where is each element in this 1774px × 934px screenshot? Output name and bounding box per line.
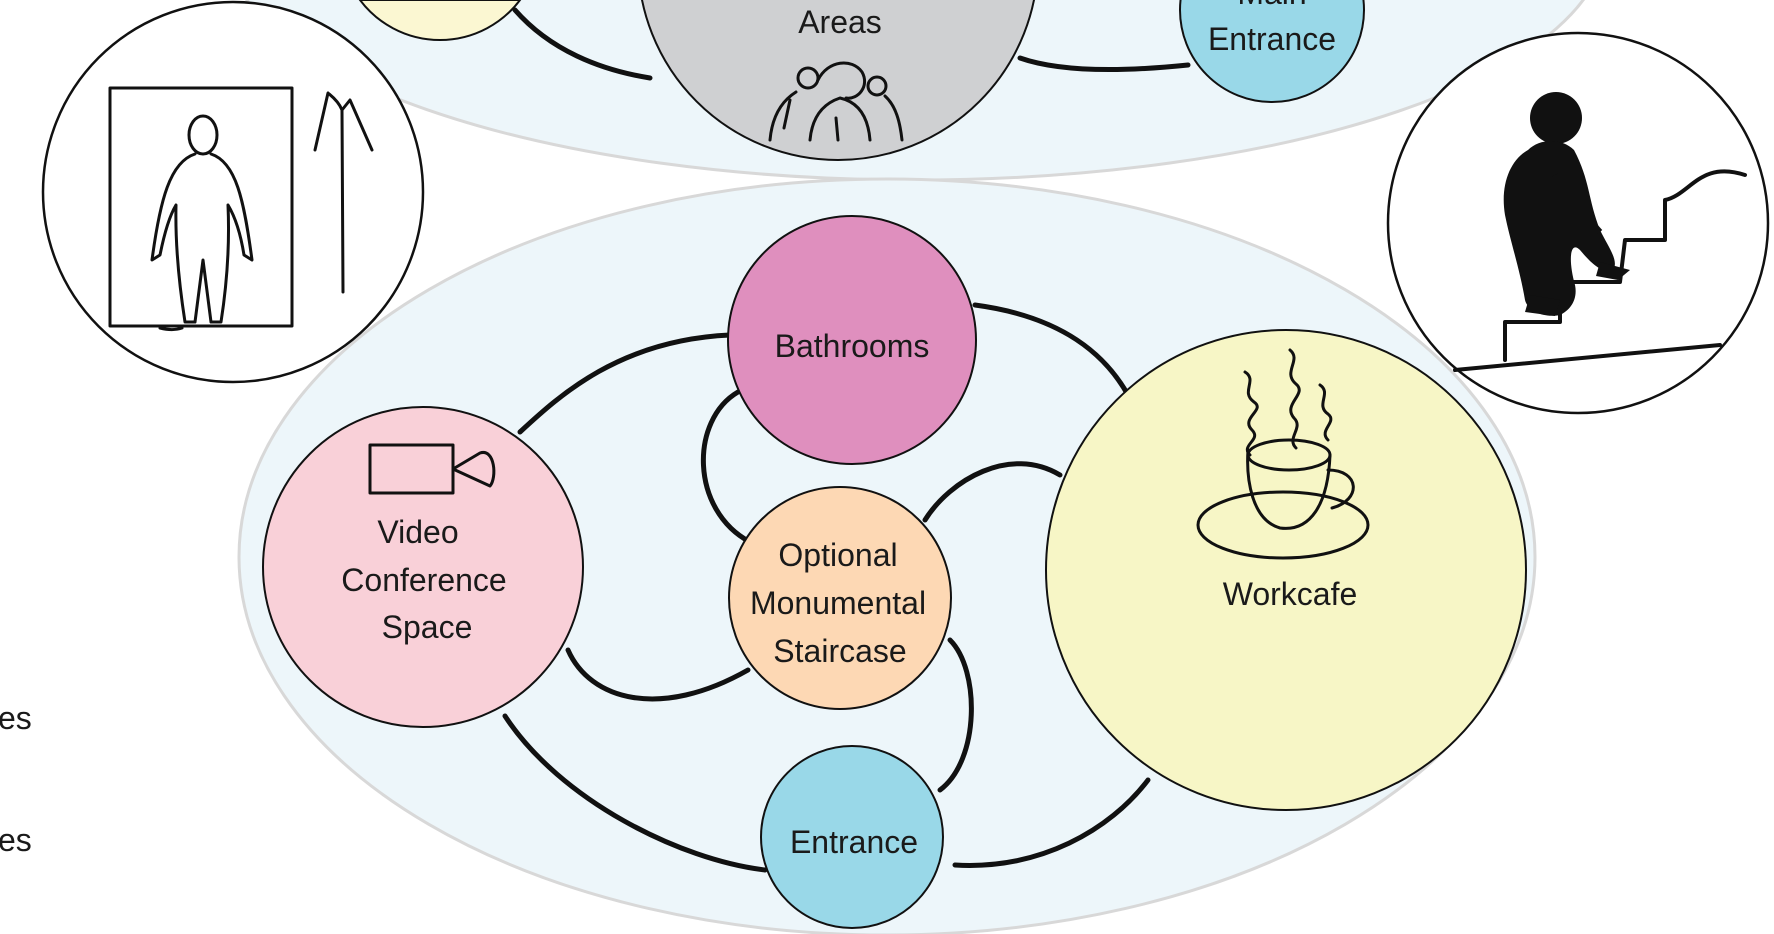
staircase-bubble	[728, 486, 952, 710]
cream-bubble-top	[358, 0, 522, 41]
staircase-label-line1: Optional	[778, 537, 897, 573]
main-entrance-label-line2: Entrance	[1208, 21, 1336, 57]
people-icon	[768, 61, 904, 142]
stairs-icon	[1453, 92, 1747, 372]
bathrooms-bubble	[727, 215, 977, 465]
lower-connectors	[502, 302, 1151, 873]
workcafe-label: Workcafe	[1223, 576, 1358, 612]
elevator-icon	[108, 86, 374, 331]
main-entrance-bubble	[1179, 0, 1365, 103]
video-conference-label-line1: Video	[377, 514, 458, 550]
common-areas-bubble	[641, 0, 1035, 161]
coffee-cup-icon	[1196, 348, 1370, 560]
video-conference-label-line2: Conference	[341, 562, 506, 598]
video-conference-bubble	[262, 406, 584, 728]
camera-icon	[368, 443, 496, 495]
upper-connectors	[512, 7, 1191, 81]
entrance-label: Entrance	[790, 824, 918, 860]
staircase-label-line3: Staircase	[773, 633, 906, 669]
entrance-bubble	[760, 745, 944, 929]
legend-text-1: es	[0, 700, 32, 736]
staircase-label-line2: Monumental	[750, 585, 926, 621]
bathrooms-label: Bathrooms	[775, 328, 930, 364]
workcafe-bubble	[1045, 329, 1527, 811]
common-areas-label: Areas	[798, 4, 882, 40]
main-entrance-label-line1: Main	[1237, 0, 1306, 11]
legend-text-2: es	[0, 822, 32, 858]
video-conference-label-line3: Space	[382, 609, 473, 645]
